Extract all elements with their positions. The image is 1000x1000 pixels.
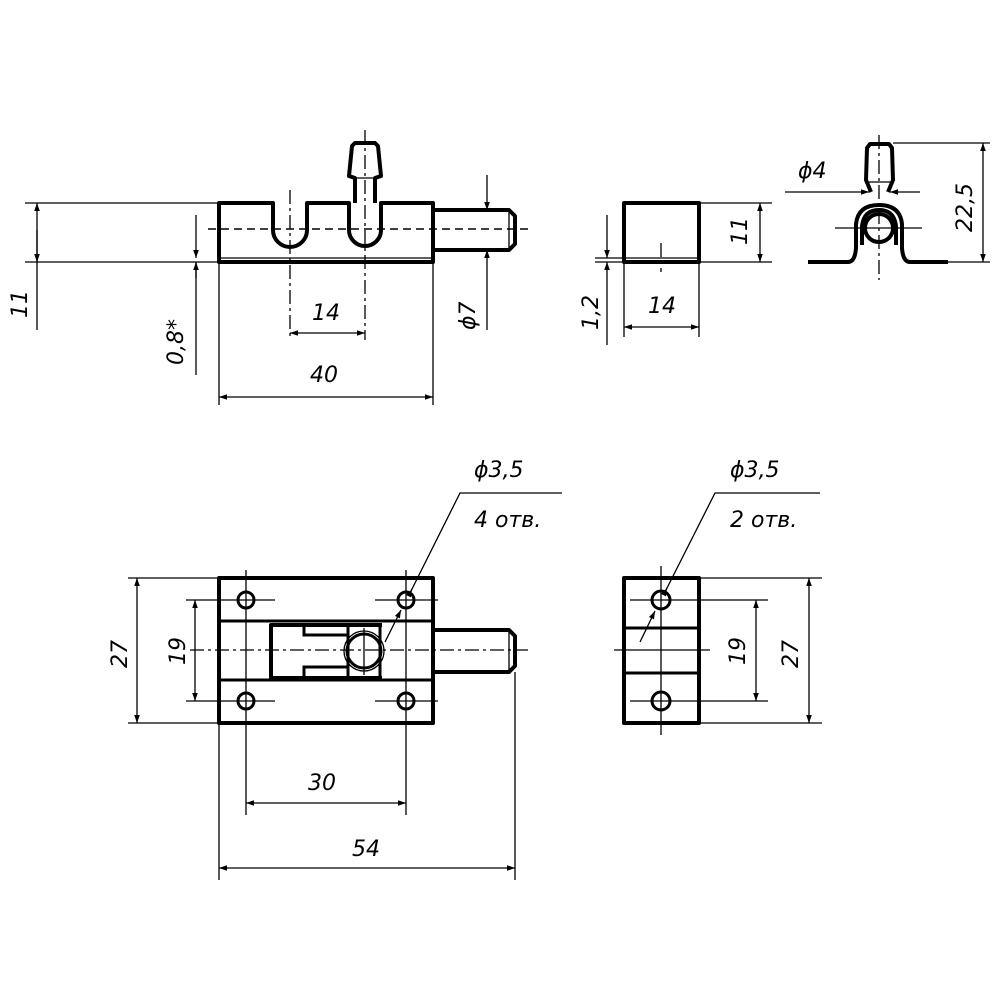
dim-height-side: 11 <box>728 217 753 245</box>
bolt-pin <box>433 208 517 252</box>
side-view: 11 1,2 14 <box>579 201 772 345</box>
dim-width-top: 27 <box>108 640 133 668</box>
dim-slot-spacing: 14 <box>312 301 340 326</box>
bolt-pin-top <box>433 628 517 674</box>
dim-hole-spacing-v: 19 <box>166 637 191 665</box>
dim-thickness-front: 0,8* <box>164 319 189 365</box>
dim-length: 40 <box>310 363 338 388</box>
strike-view: 19 27 ϕ3,5 2 отв. <box>614 458 822 735</box>
hole-count-label: 4 отв. <box>474 508 541 533</box>
dim-knob-diameter: ϕ4 <box>798 159 827 184</box>
end-view: ϕ4 22,5 <box>785 135 990 280</box>
dim-hole-spacing-h: 30 <box>308 771 336 796</box>
latch-body <box>217 201 435 264</box>
dim-thickness-side: 1,2 <box>579 295 604 330</box>
dim-total-height: 22,5 <box>953 183 978 232</box>
dim-width-strike: 27 <box>779 640 804 668</box>
dim-width-side: 14 <box>648 294 676 319</box>
strike-hole-count-label: 2 отв. <box>730 508 797 533</box>
top-view: 27 19 30 54 ϕ3,5 4 отв. <box>108 458 562 880</box>
dim-hole-spacing-strike: 19 <box>726 637 751 665</box>
hole-diameter-label: ϕ3,5 <box>474 458 524 483</box>
dim-height-front: 11 <box>8 290 33 318</box>
dim-pin-diameter: ϕ7 <box>456 301 481 330</box>
strike-hole-diameter-label: ϕ3,5 <box>730 458 780 483</box>
front-view: 11 0,8* 14 40 ϕ7 <box>8 130 528 405</box>
dim-total-length: 54 <box>352 837 380 862</box>
